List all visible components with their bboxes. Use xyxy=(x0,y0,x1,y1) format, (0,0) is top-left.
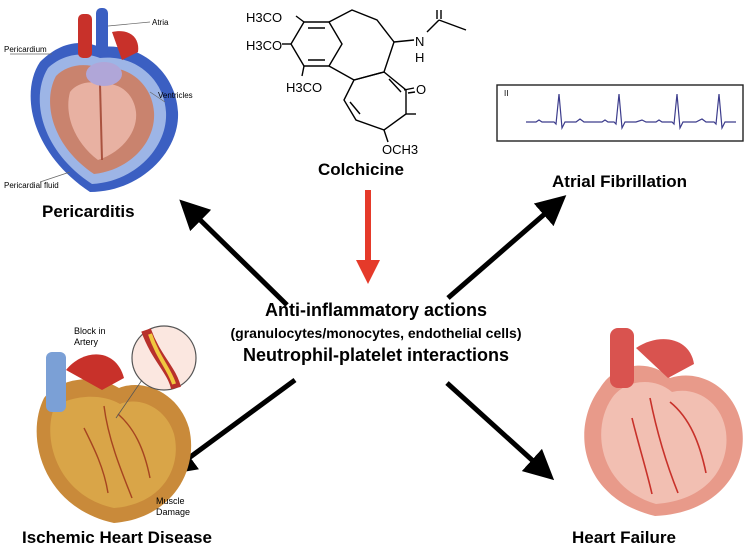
outcome-pericarditis: Pericarditis xyxy=(42,202,135,221)
mechanism-line-1: Anti-inflammatory actions xyxy=(264,300,488,320)
damage-label-line2: Damage xyxy=(156,507,190,517)
ecg-panel: II xyxy=(496,84,744,142)
mechanism-line-2: (granulocytes/monocytes, endothelial cel… xyxy=(230,325,522,341)
carbonyl-oxygen: O xyxy=(416,82,426,97)
atria-label: Atria xyxy=(152,18,169,27)
methoxy-group-2: H3CO xyxy=(246,38,282,53)
outcome-heart-failure: Heart Failure xyxy=(572,528,676,547)
block-label-line2: Artery xyxy=(74,337,99,347)
colchicine-structure: H3CO H3CO H3CO N H O OCH3 xyxy=(246,9,467,157)
ventricles-label: Ventricles xyxy=(158,91,193,100)
arrow-to-ischemic-heart-disease xyxy=(165,377,297,475)
pericarditis-heart-illustration: Atria Pericardium Ventricles Pericardial… xyxy=(4,8,193,192)
heart-failure-illustration xyxy=(584,328,743,516)
pericardium-label: Pericardium xyxy=(4,45,47,54)
mechanism-line-3: Neutrophil-platelet interactions xyxy=(242,345,510,365)
amide-nitrogen: N xyxy=(415,34,424,49)
outcome-atrial-fibrillation: Atrial Fibrillation xyxy=(552,172,688,191)
methoxy-group-4: OCH3 xyxy=(382,142,418,157)
ecg-trace xyxy=(526,93,736,131)
arrow-to-pericarditis xyxy=(179,199,289,307)
block-label-line1: Block in xyxy=(74,326,106,336)
arrow-to-atrial-fibrillation xyxy=(446,195,567,300)
outcome-ischemic-heart-disease: Ischemic Heart Disease xyxy=(22,528,212,547)
arrow-to-heart-failure xyxy=(445,381,555,481)
damage-label-line1: Muscle xyxy=(156,496,185,506)
methoxy-group-1: H3CO xyxy=(246,10,282,25)
amide-hydrogen: H xyxy=(415,50,424,65)
ischemic-heart-illustration: Block in Artery Muscle Damage xyxy=(36,325,197,523)
ecg-lead-label: II xyxy=(504,89,508,98)
pericardial-fluid-label: Pericardial fluid xyxy=(4,181,59,190)
drug-name: Colchicine xyxy=(318,160,404,179)
methoxy-group-3: H3CO xyxy=(286,80,322,95)
